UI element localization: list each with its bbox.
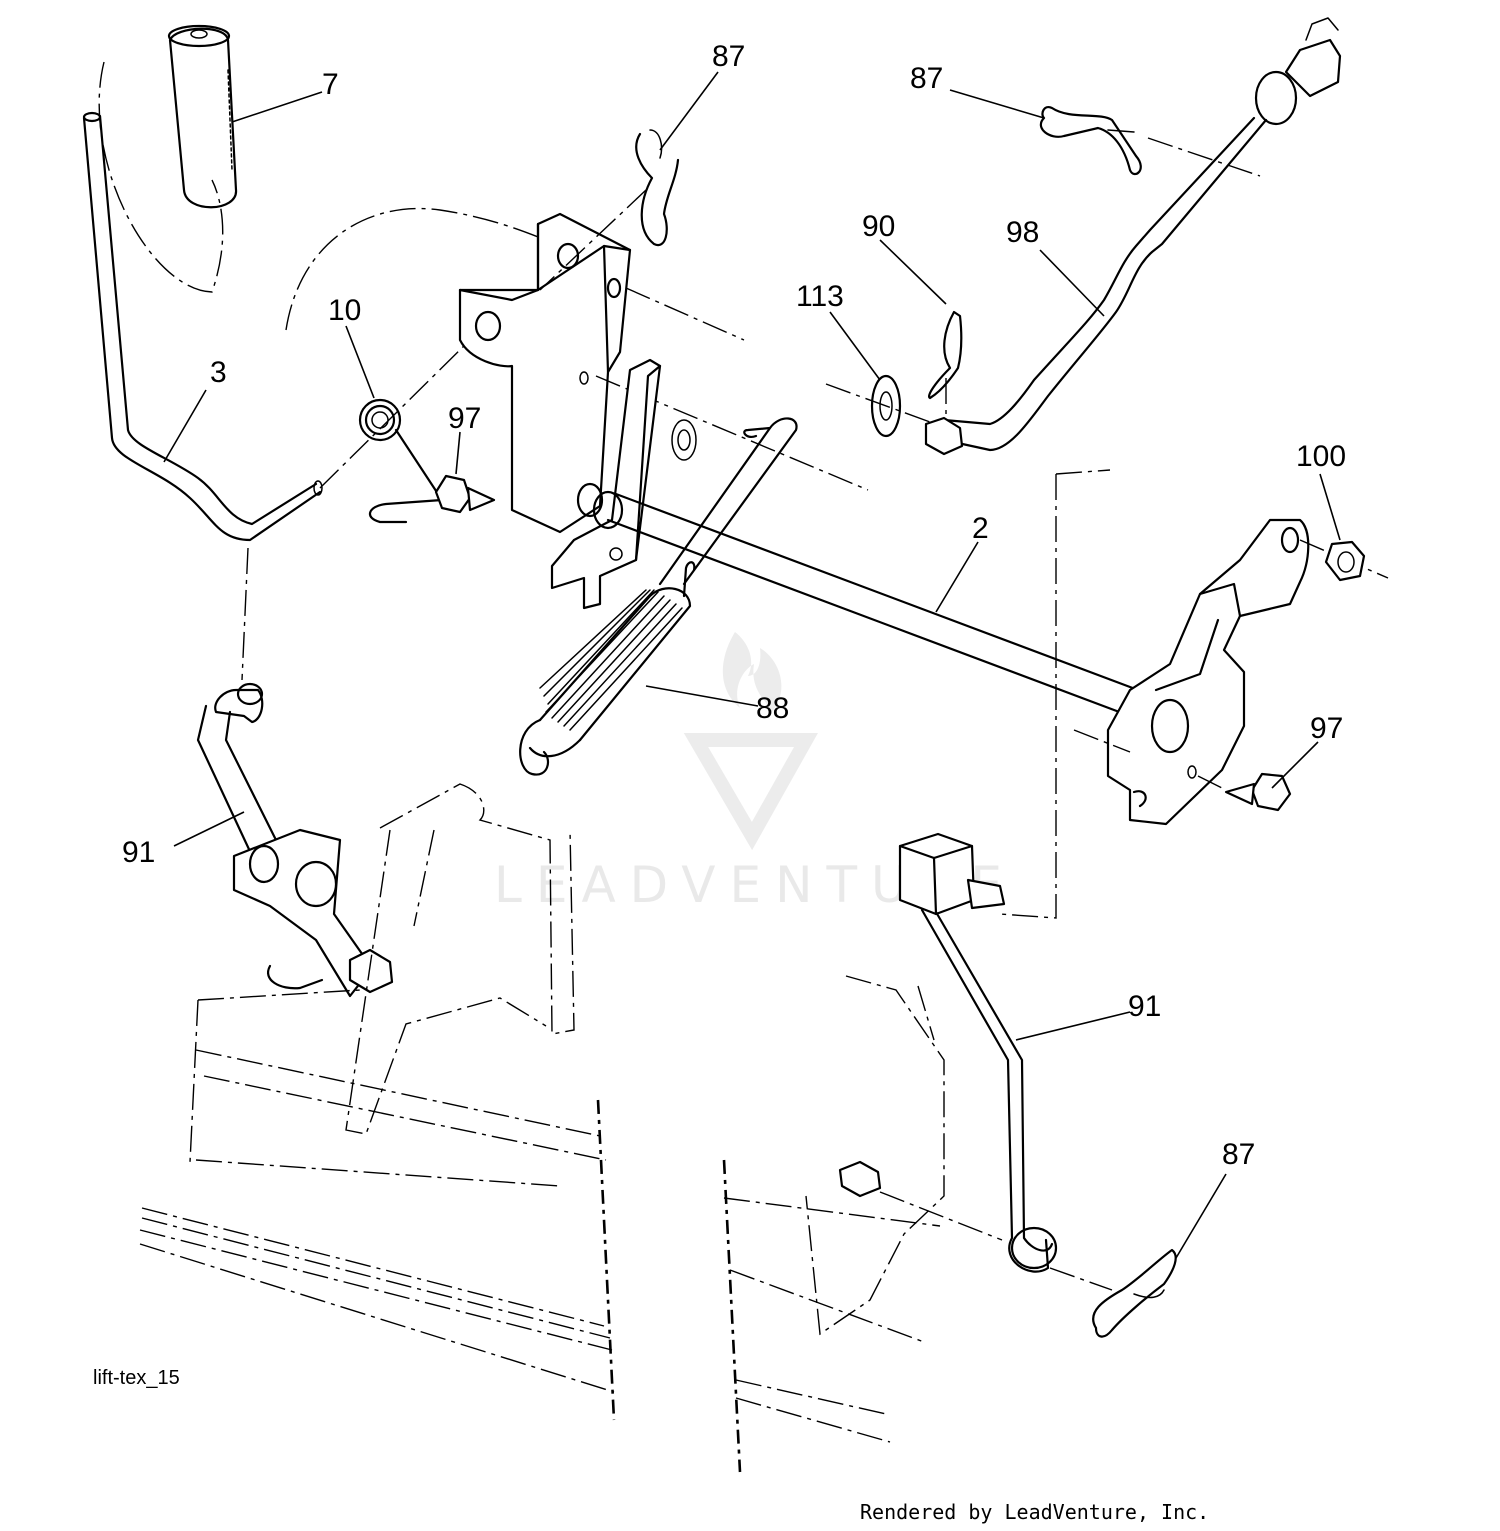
lift-link-left-part: [196, 682, 394, 998]
main-bracket-part: [458, 212, 869, 534]
deck-bracket-left: [139, 783, 616, 1421]
knob-part: [98, 24, 238, 293]
washer-part: [825, 374, 931, 438]
deck-bracket-right: [722, 975, 1003, 1473]
drawing-id-label: lift-tex_15: [93, 1367, 180, 1389]
callout-91-left: 91: [122, 836, 155, 869]
lift-handle-part: [82, 111, 471, 681]
callout-7: 7: [322, 68, 339, 101]
callout-90: 90: [862, 210, 895, 243]
hairpin-clip-right-part: [1039, 106, 1261, 177]
callout-2: 2: [972, 512, 989, 545]
callout-87-top: 87: [712, 40, 745, 73]
bolt-left-part: [434, 474, 496, 514]
callout-labels: 87 7 87 90 98 113 10 3 97 100 2 88 97 91…: [122, 40, 1346, 1171]
callout-87-bottom: 87: [1222, 1138, 1255, 1171]
adjustment-rod-part: [924, 17, 1342, 456]
extension-spring-part: [519, 561, 696, 776]
render-credit: Rendered by LeadVenture, Inc.: [860, 1500, 1210, 1524]
hairpin-clip-top-part: [539, 129, 680, 291]
right-pivot-arm-part: [999, 469, 1389, 919]
rod-loop: [658, 417, 798, 586]
callout-91-right: 91: [1128, 990, 1161, 1023]
callout-98: 98: [1006, 216, 1039, 249]
callout-100: 100: [1296, 440, 1346, 473]
callout-97-left: 97: [448, 402, 481, 435]
lift-link-right-part: [898, 832, 1058, 1273]
nut-part: [1324, 540, 1366, 582]
leader-lines: [163, 71, 1341, 1259]
lift-shaft-part: [550, 358, 1148, 726]
callout-87-right: 87: [910, 62, 943, 95]
bolt-right-part: [1224, 772, 1292, 812]
callout-88: 88: [756, 692, 789, 725]
callout-10: 10: [328, 294, 361, 327]
hairpin-clip-bottom-part: [1049, 1248, 1177, 1338]
callout-97-right: 97: [1310, 712, 1343, 745]
callout-3: 3: [210, 356, 227, 389]
torsion-spring-part: [358, 398, 444, 524]
callout-113: 113: [796, 280, 844, 313]
hair-clip-part: [928, 310, 963, 420]
